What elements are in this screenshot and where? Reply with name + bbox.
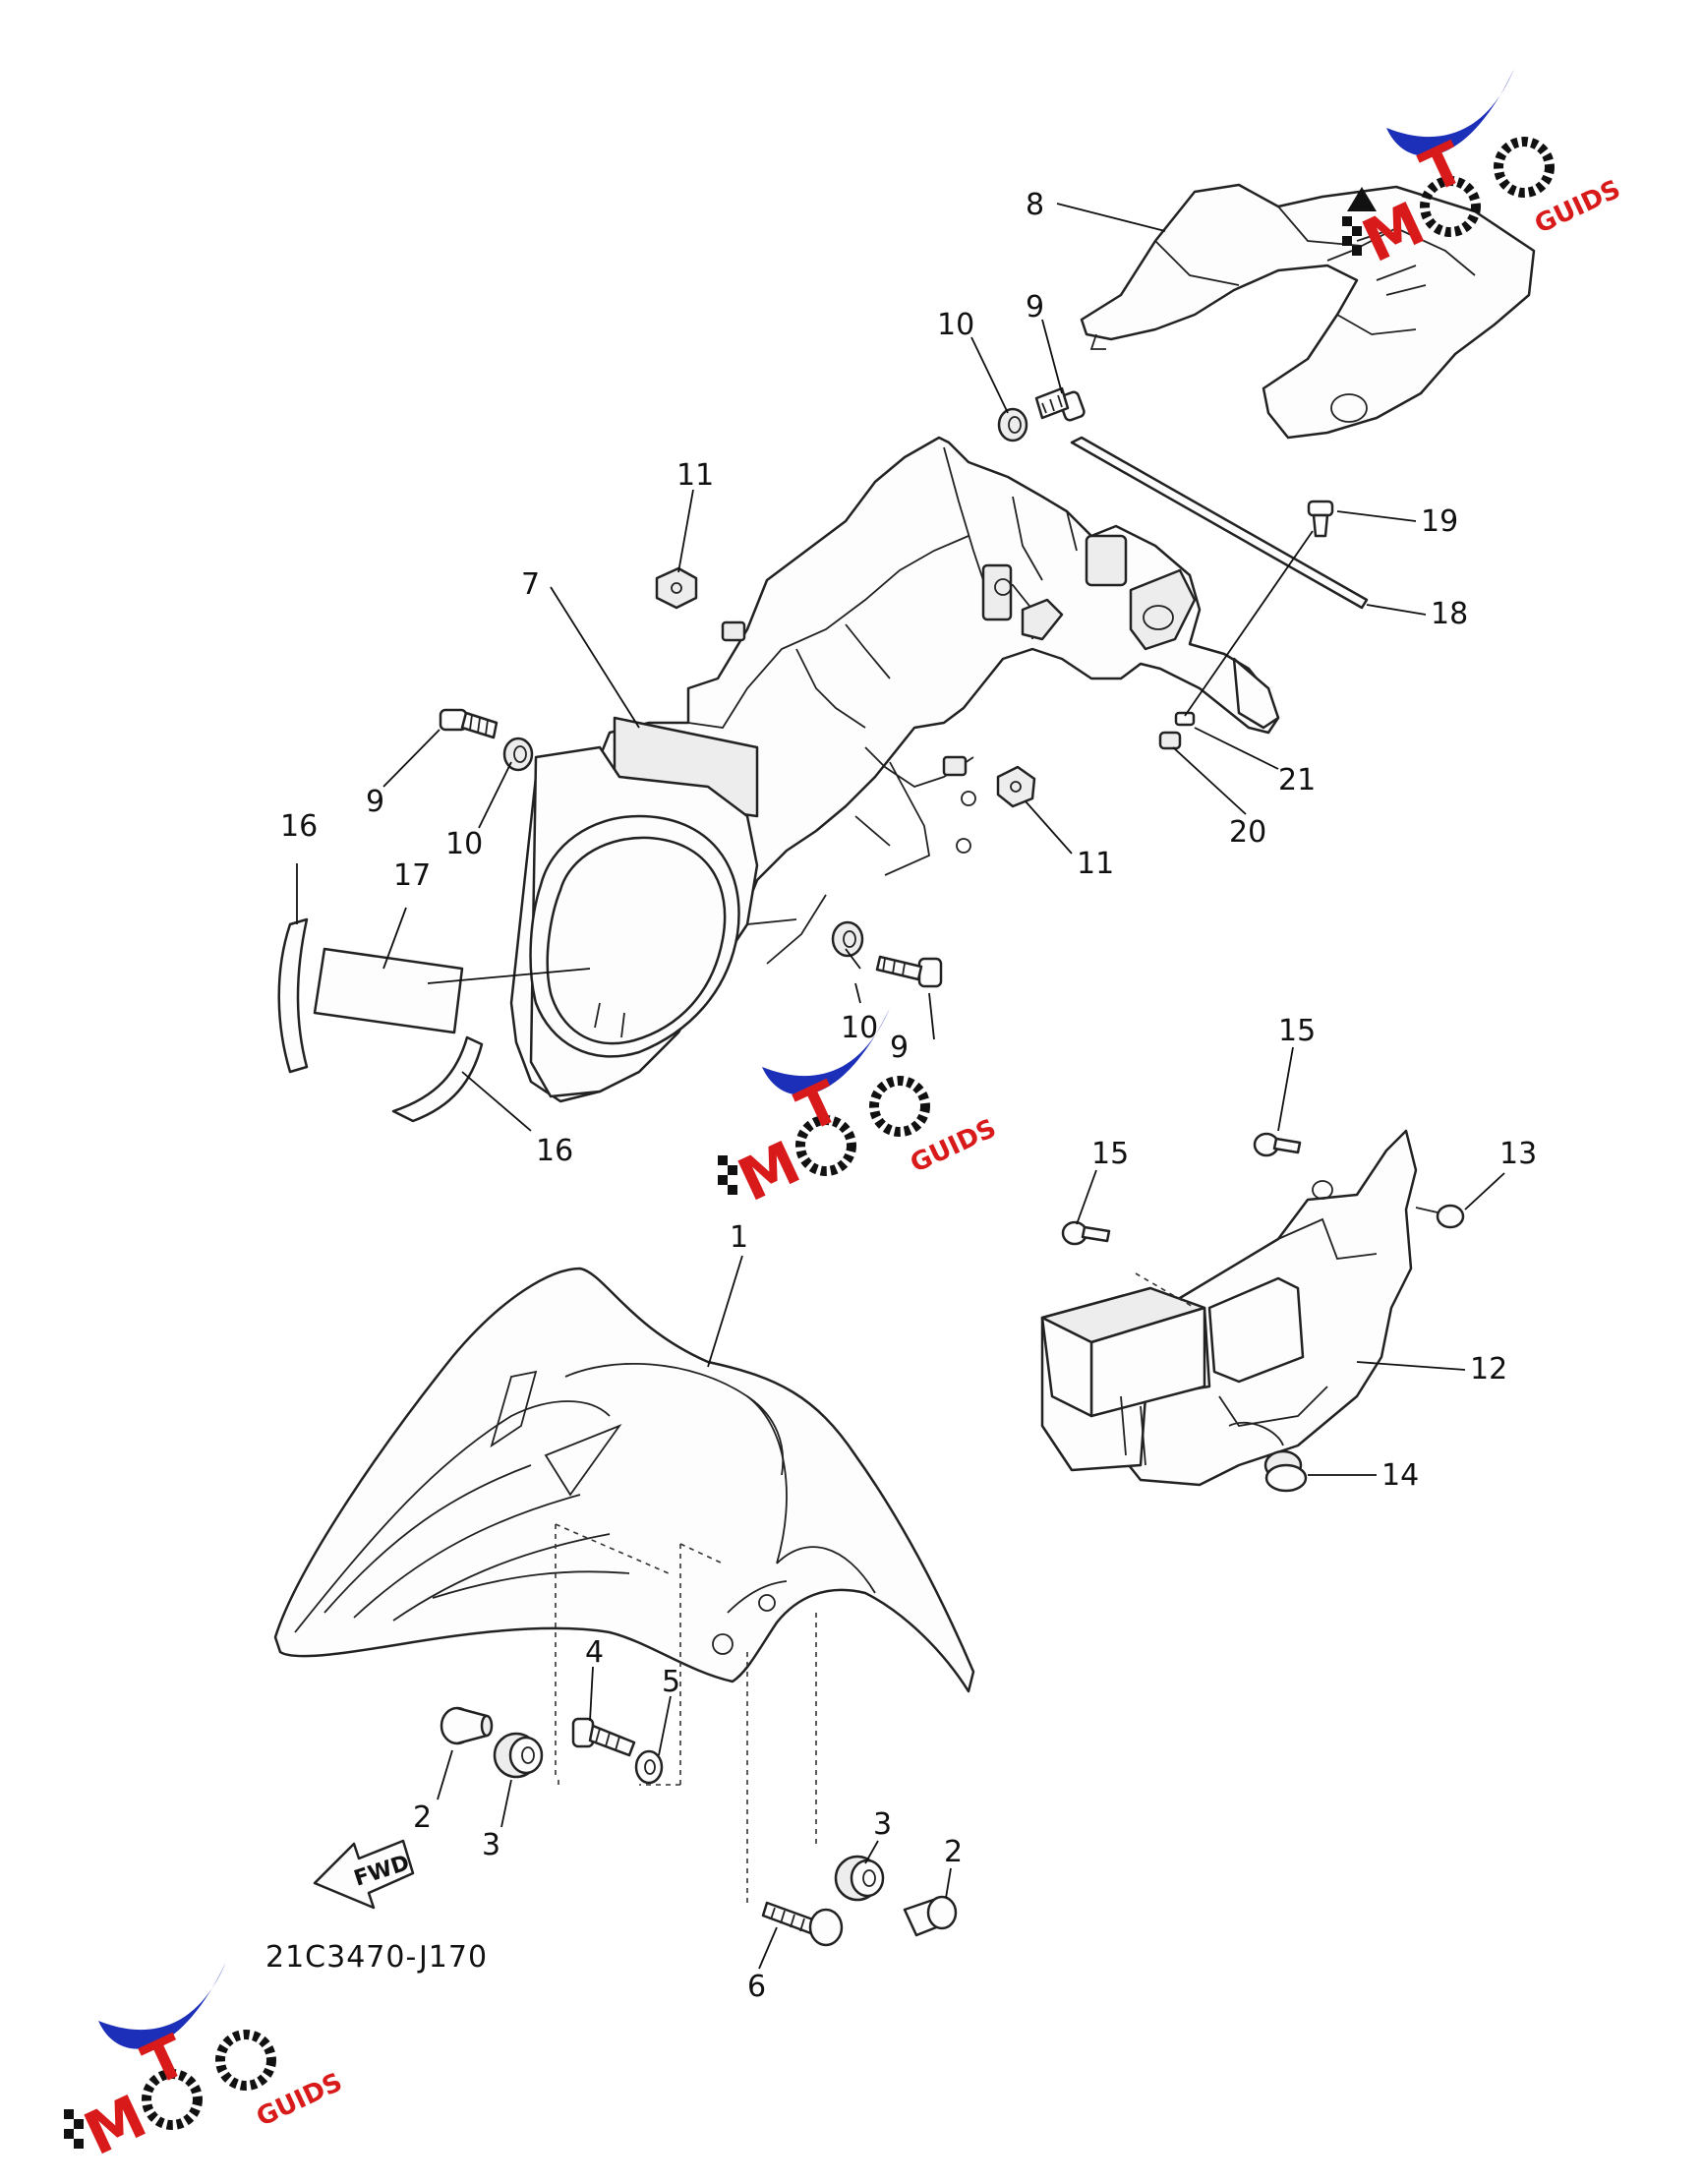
part-21-nut xyxy=(1174,711,1196,727)
callout-4: 4 xyxy=(585,1635,604,1670)
part-19-screw xyxy=(1307,500,1334,538)
part-18-strip xyxy=(1070,436,1369,610)
part-1-front-fender xyxy=(273,1267,975,1693)
callout-16-lower: 16 xyxy=(536,1134,573,1168)
diagram-code: 21C3470-J170 xyxy=(265,1940,488,1975)
watermark-logo-bottom: M T GUIDS xyxy=(64,1962,347,2169)
part-10-collar-mid xyxy=(831,920,864,958)
part-10-collar-top xyxy=(997,407,1028,443)
fwd-arrow-icon: FWD xyxy=(313,1839,415,1910)
callout-20: 20 xyxy=(1229,815,1266,850)
callout-9-top: 9 xyxy=(1026,290,1044,325)
callout-10-top: 10 xyxy=(937,308,974,342)
callout-12: 12 xyxy=(1470,1352,1507,1387)
callout-16-upper: 16 xyxy=(280,809,318,844)
part-9-bolt-top xyxy=(1034,386,1086,422)
callout-8: 8 xyxy=(1026,188,1044,222)
part-6-screw xyxy=(761,1901,844,1947)
part-12-bracket-assembly xyxy=(1040,1129,1418,1487)
part-9-bolt-mid xyxy=(875,955,943,988)
part-11-clip-nut-upper xyxy=(655,566,698,610)
callout-13: 13 xyxy=(1499,1137,1537,1171)
part-3-grommet-right xyxy=(834,1855,885,1902)
svg-text:T: T xyxy=(133,2022,197,2099)
part-3-grommet-left xyxy=(493,1732,544,1779)
part-14-grommet xyxy=(1263,1449,1308,1493)
part-2-collar-left xyxy=(440,1706,494,1745)
callout-11-upper: 11 xyxy=(676,458,714,493)
part-16-reflector-upper xyxy=(277,917,309,1074)
callout-3-right: 3 xyxy=(873,1807,892,1842)
part-9-bolt-left xyxy=(439,708,499,739)
callout-1: 1 xyxy=(730,1220,748,1255)
callout-15-lower: 15 xyxy=(1091,1137,1129,1171)
callout-21: 21 xyxy=(1278,763,1316,797)
callout-19: 19 xyxy=(1421,504,1458,539)
svg-text:GUIDS: GUIDS xyxy=(1530,175,1624,240)
front-fender-dashed-guides xyxy=(555,1523,817,1903)
part-20-nut xyxy=(1158,731,1182,750)
callout-2-right: 2 xyxy=(944,1835,963,1869)
callout-6: 6 xyxy=(747,1970,766,2004)
callout-11-lower: 11 xyxy=(1077,847,1114,881)
callout-10-left: 10 xyxy=(445,827,483,861)
callout-9-left: 9 xyxy=(366,785,384,819)
svg-text:GUIDS: GUIDS xyxy=(252,2068,346,2133)
callout-labels: 8 9 10 11 7 19 18 21 20 9 10 11 16 17 16… xyxy=(265,188,1537,2004)
callout-17: 17 xyxy=(393,858,431,893)
part-16-reflector-lower xyxy=(391,1035,484,1123)
part-15-screw-upper xyxy=(1253,1132,1302,1157)
part-4-bolt xyxy=(571,1717,636,1757)
part-11-clip-nut-lower xyxy=(996,765,1036,808)
callout-2-left: 2 xyxy=(413,1800,432,1835)
callout-14: 14 xyxy=(1381,1458,1419,1493)
part-17-reflector xyxy=(313,947,464,1034)
part-8-tail-cover xyxy=(1080,183,1536,440)
part-15-screw-lower xyxy=(1061,1220,1111,1246)
callout-9-mid: 9 xyxy=(890,1031,909,1065)
leader-lines xyxy=(296,203,1505,1970)
callout-7: 7 xyxy=(521,567,540,602)
callout-5: 5 xyxy=(662,1665,680,1699)
callout-18: 18 xyxy=(1431,597,1468,631)
callout-15-upper: 15 xyxy=(1278,1014,1316,1048)
svg-text:T: T xyxy=(787,1068,851,1146)
callout-3-left: 3 xyxy=(482,1828,500,1862)
svg-text:GUIDS: GUIDS xyxy=(906,1114,1000,1179)
part-13-grommet xyxy=(1415,1204,1465,1229)
part-2-collar-right xyxy=(903,1895,958,1937)
callout-10-mid: 10 xyxy=(841,1011,878,1045)
part-7-front-section xyxy=(529,745,759,1098)
part-10-collar-left xyxy=(502,737,534,772)
part-5-washer xyxy=(634,1749,664,1785)
